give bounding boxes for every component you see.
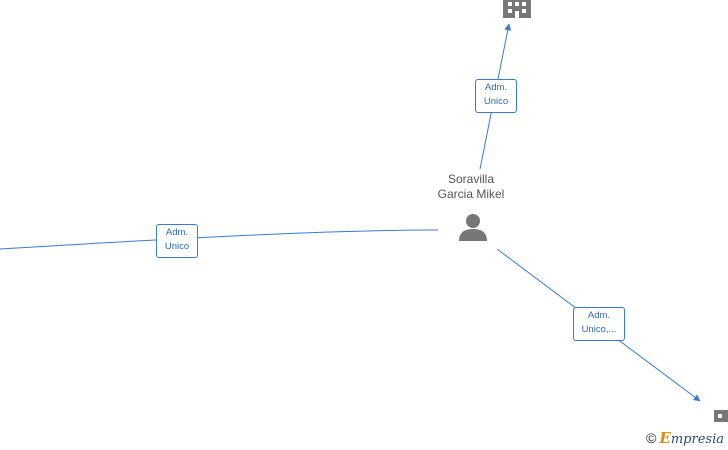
person-name[interactable]: Soravilla Garcia Mikel xyxy=(420,172,522,202)
relation-label-left: Adm. Unico xyxy=(156,224,198,258)
relation-label-top: Adm. Unico xyxy=(475,79,517,113)
relation-label-line1: Adm. xyxy=(165,227,189,238)
person-name-line2: Garcia Mikel xyxy=(437,187,505,201)
copyright-symbol: © xyxy=(646,430,657,446)
relation-label-line2: Unico,... xyxy=(581,324,617,335)
relation-label-bottom-right: Adm. Unico,... xyxy=(573,307,625,341)
edge-left xyxy=(0,229,439,250)
relation-label-line1: Adm. xyxy=(587,310,611,321)
relation-label-line1: Adm. xyxy=(484,82,508,93)
relation-label-line2: Unico xyxy=(483,96,509,107)
brand-logo: Empresia xyxy=(659,429,724,447)
building-icon[interactable] xyxy=(714,410,728,422)
person-name-line1: Soravilla xyxy=(447,172,495,186)
relation-label-line2: Unico xyxy=(164,241,190,252)
person-icon[interactable] xyxy=(459,214,487,241)
watermark: ©Empresia xyxy=(646,429,724,447)
building-icon[interactable] xyxy=(503,0,531,18)
